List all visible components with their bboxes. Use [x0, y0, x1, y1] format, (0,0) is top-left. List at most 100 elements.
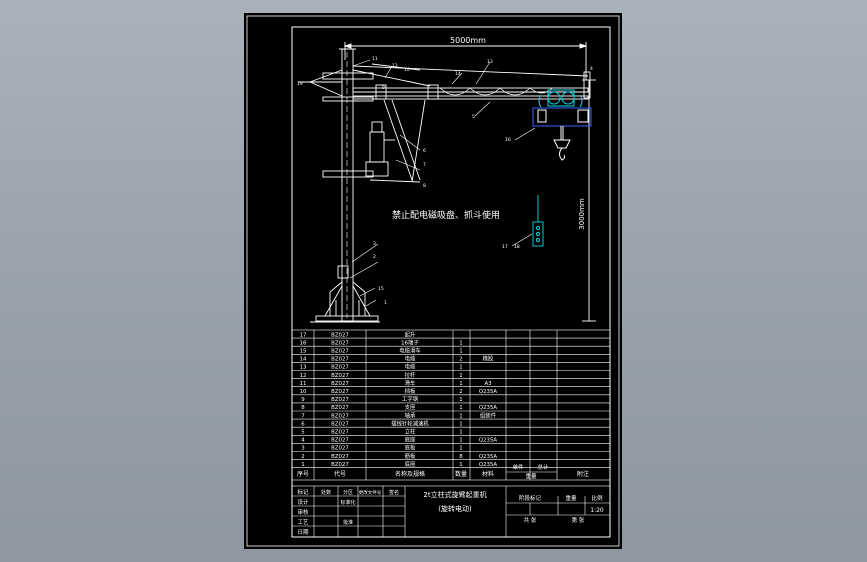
bom-cell-code: BZ027 [331, 340, 349, 346]
bom-cell-material: Q235A [479, 389, 498, 395]
balloon-8: 8 [423, 183, 426, 189]
bom-cell-code: BZ027 [331, 446, 349, 452]
bom-cell-material: Q235A [479, 405, 498, 411]
bom-cell-qty: 1 [459, 340, 462, 346]
bom-cell-no: 14 [300, 357, 307, 363]
bom-cell-no: 4 [301, 438, 305, 444]
bom-cell-no: 17 [300, 332, 307, 338]
bom-cell-code: BZ027 [331, 373, 349, 379]
leader-lines [298, 59, 536, 307]
balloon-19: 19 [297, 81, 303, 87]
balloon-3: 3 [373, 241, 376, 247]
tb-sheet-index: 第 张 [572, 516, 585, 524]
bom-cell-name: 筋板 [405, 452, 416, 460]
bom-cell-qty: 1 [459, 397, 462, 403]
balloon-17: 17 [502, 244, 508, 250]
bom-header-weight: 重量 [525, 472, 537, 480]
bom-cell-code: BZ027 [331, 413, 349, 419]
balloon-6: 6 [423, 148, 426, 154]
bom-cell-code: BZ027 [331, 349, 349, 355]
bom-cell-no: 1 [301, 462, 304, 468]
bom-cell-name: 支座 [405, 403, 416, 411]
bom-cell-material: A3 [484, 381, 491, 387]
bom-cell-qty: 2 [459, 389, 462, 395]
tb-scale-label: 比例 [591, 494, 603, 502]
bom-cell-name: 电缆 [405, 355, 416, 363]
tb-sig-count: 处数 [321, 489, 331, 496]
bom-header-code: 代号 [334, 470, 346, 478]
bom-cell-no: 13 [300, 365, 307, 371]
bom-cell-no: 16 [300, 340, 307, 346]
balloon-16: 16 [505, 137, 511, 143]
bom-header-unit-weight: 单件 [512, 463, 524, 471]
pendant-control [532, 195, 544, 247]
bom-cell-name: 底板 [405, 444, 416, 452]
balloon-10: 10 [404, 67, 410, 73]
bom-cell-name: 16端子 [401, 338, 419, 346]
tb-sig-zone: 分区 [343, 489, 353, 496]
bom-cell-code: BZ027 [331, 365, 349, 371]
bom-cell-material: Q235A [479, 454, 498, 460]
bom-cell-material: 橡胶 [483, 355, 494, 363]
dim-height-label: 3000mm [578, 198, 586, 230]
bom-cell-qty: 1 [459, 430, 462, 436]
tb-label-process: 工艺 [297, 519, 309, 526]
tb-stage-label: 阶段标记 [519, 494, 542, 502]
drawing-subtitle: (旋转电动) [438, 504, 472, 513]
safety-note: 禁止配电磁吸盘、抓斗使用 [392, 209, 500, 221]
bom-cell-code: BZ027 [331, 454, 349, 460]
bom-cell-name: 拉杆 [405, 371, 416, 379]
bom-cell-code: BZ027 [331, 357, 349, 363]
bill-of-materials [291, 329, 611, 481]
jib-crane-drawing [298, 42, 596, 323]
bom-cell-no: 3 [301, 446, 304, 452]
bom-cell-name: 电缆滑车 [399, 347, 421, 355]
dimension-width [343, 42, 588, 80]
bom-cell-qty: 1 [459, 438, 462, 444]
tb-label-check: 审核 [297, 508, 309, 516]
bom-cell-material: Q235A [479, 462, 498, 468]
balloon-5: 5 [472, 114, 475, 120]
balloon-4: 4 [590, 66, 593, 72]
bom-cell-code: BZ027 [331, 389, 349, 395]
outer-frame [246, 15, 620, 547]
drawing-paper [244, 13, 622, 549]
tb-label-design: 设计 [297, 498, 309, 506]
bom-cell-no: 9 [301, 397, 305, 403]
bom-cell-code: BZ027 [331, 430, 349, 436]
bom-cell-qty: 1 [459, 421, 462, 427]
bom-cell-code: BZ027 [331, 332, 349, 338]
bom-cell-code: BZ027 [331, 438, 349, 444]
balloon-labels: 19 11 12 10 9 14 13 4 5 16 6 7 8 3 2 15 … [297, 56, 593, 306]
tb-sig-sign: 签名 [389, 489, 399, 496]
bom-cell-name: 工字钢 [402, 395, 418, 403]
bom-cell-code: BZ027 [331, 381, 349, 387]
bom-cell-code: BZ027 [331, 421, 349, 427]
bom-cell-code: BZ027 [331, 405, 349, 411]
tb-scale-value: 1:20 [590, 507, 604, 514]
tb-sig-change: 更改文件号 [359, 489, 382, 496]
balloon-13: 13 [487, 59, 493, 65]
balloon-2: 2 [373, 254, 376, 260]
tb-label-date: 日期 [297, 529, 309, 536]
title-block-text: 标记 设计 审核 工艺 日期 处数 标准化 分区 批准 更改文件号 签名 2t立… [297, 488, 603, 536]
bom-cell-qty: 1 [459, 349, 462, 355]
drawing-title: 2t立柱式旋臂起重机 [423, 490, 486, 499]
bom-cell-no: 6 [301, 421, 305, 427]
bom-header-total-weight: 总计 [537, 463, 549, 471]
bom-cell-name: 滑车 [405, 379, 416, 387]
bom-cell-qty: 1 [459, 462, 462, 468]
balloon-18: 18 [514, 244, 520, 250]
bom-cell-qty: 1 [459, 373, 462, 379]
bom-cell-no: 5 [301, 430, 304, 436]
bom-cell-qty: 1 [459, 365, 462, 371]
bom-cell-material: 组装件 [480, 411, 497, 419]
bom-cell-qty: 1 [459, 446, 462, 452]
bom-cell-name: 电缆 [405, 363, 416, 371]
bom-cell-no: 11 [300, 381, 307, 387]
bom-cell-code: BZ027 [331, 397, 349, 403]
bom-cell-qty: 1 [459, 413, 462, 419]
bom-cell-name: 底座 [405, 460, 416, 468]
